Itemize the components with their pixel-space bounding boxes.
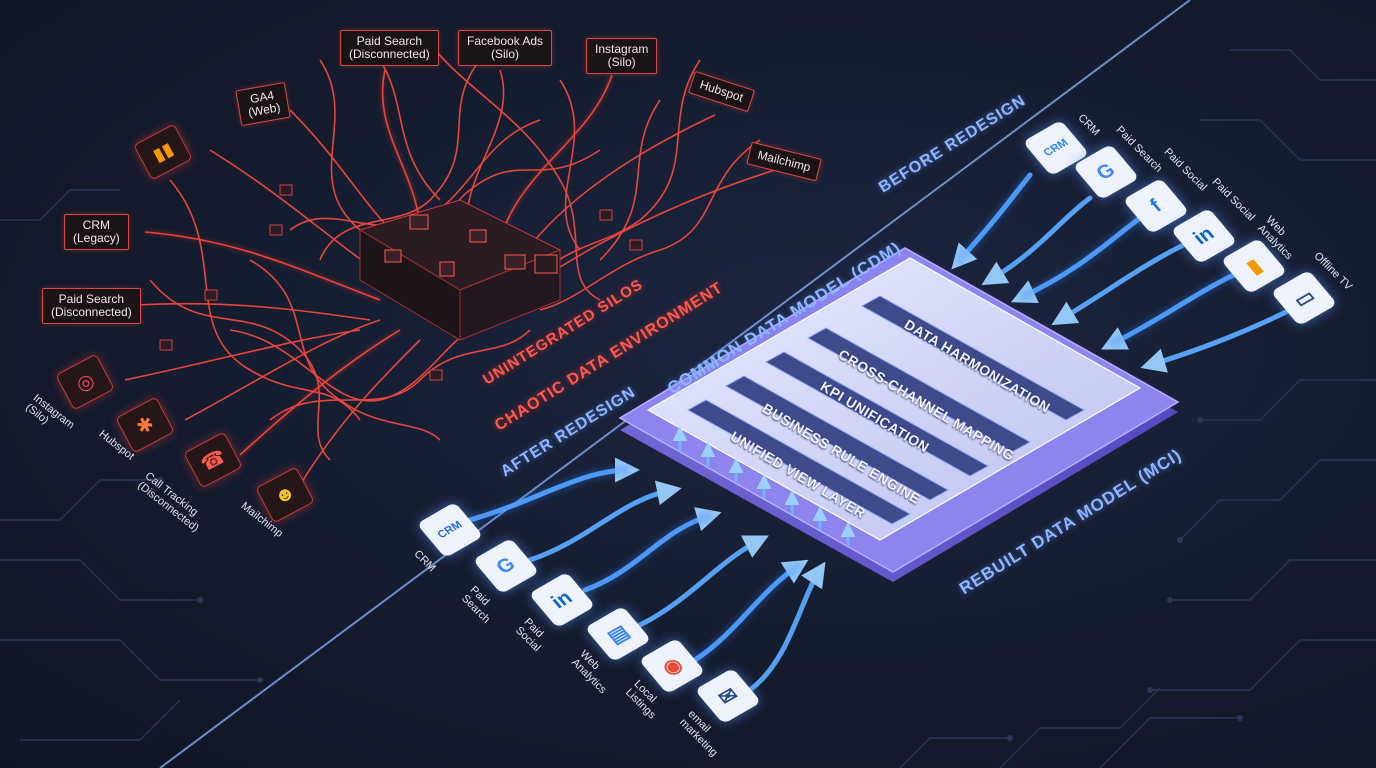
chaotic-source-box: Paid Search(Disconnected) [340,30,439,66]
google-glyph: G [491,553,520,579]
ga-glyph: ▮ [1242,255,1267,278]
chaotic-source-box: Paid Search(Disconnected) [42,288,141,324]
chaotic-source-box: CRM(Legacy) [64,214,129,250]
top-inflow-glow [954,171,1243,350]
divider-line [159,0,1191,768]
chaotic-wire-glow [144,69,614,457]
chaotic-cluster [159,184,643,381]
bottom-inflow-glow [468,465,803,665]
chaotic-source-box: Facebook Ads(Silo) [458,30,553,66]
linkedin-glyph: in [546,586,577,613]
mail-glyph: ✉ [713,683,743,710]
facebook-glyph: f [1145,195,1166,216]
salesforce-glyph: CRM [1041,137,1071,159]
google-glyph: G [1091,159,1120,185]
cdm-layer-bars [686,295,1086,525]
chaotic-source-box: Instagram(Silo) [586,38,658,74]
tv-glyph: ▭ [1288,285,1320,312]
circuit-traces [0,49,1376,768]
circuit-nodes [157,417,1243,741]
chat-glyph: ▤ [602,621,634,648]
edge-up-arrows [672,426,856,546]
crm-glyph: CRM [435,519,465,541]
map-pin-glyph: ◉ [657,653,688,680]
linkedin-glyph: in [1188,222,1219,249]
